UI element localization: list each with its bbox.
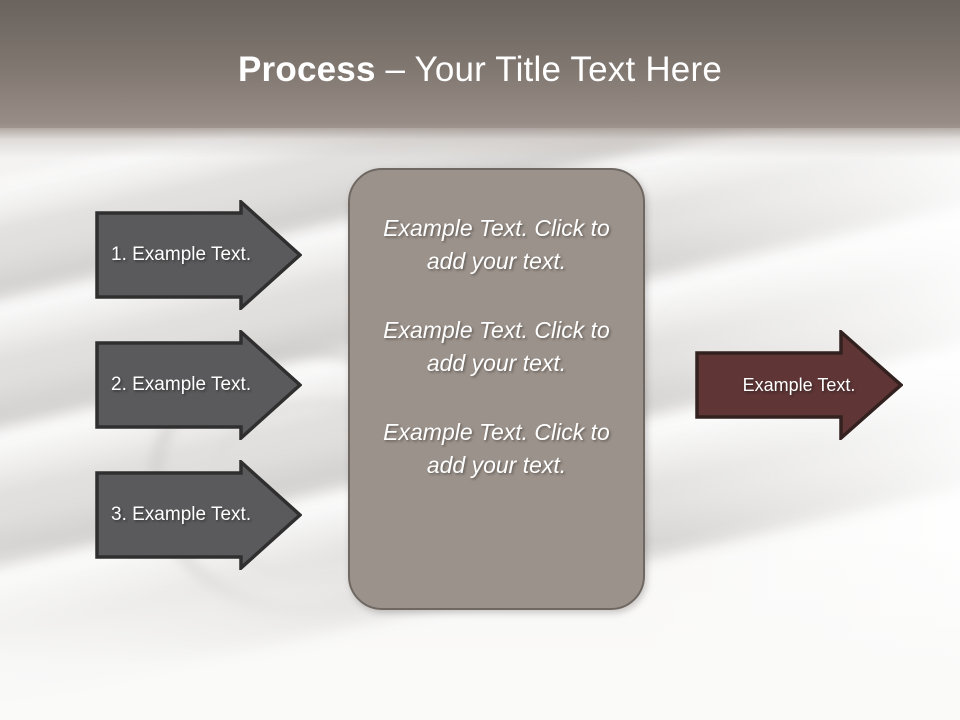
step-arrow-1[interactable]: 1. Example Text. bbox=[95, 198, 303, 312]
result-arrow[interactable]: Example Text. bbox=[695, 328, 904, 442]
page-title: Process – Your Title Text Here bbox=[0, 48, 960, 92]
step-arrow-2[interactable]: 2. Example Text. bbox=[95, 328, 303, 442]
arrow-right-icon bbox=[695, 328, 904, 442]
arrow-right-icon bbox=[95, 458, 303, 572]
arrow-right-icon bbox=[95, 198, 303, 312]
title-banner bbox=[0, 0, 960, 128]
page-title-rest: – Your Title Text Here bbox=[375, 50, 722, 89]
center-paragraph-3: Example Text. Click to add your text. bbox=[383, 419, 610, 478]
step-arrow-3[interactable]: 3. Example Text. bbox=[95, 458, 303, 572]
center-paragraph-2: Example Text. Click to add your text. bbox=[383, 317, 610, 376]
center-paragraph-1: Example Text. Click to add your text. bbox=[383, 215, 610, 274]
center-content-box[interactable]: Example Text. Click to add your text. Ex… bbox=[348, 168, 645, 610]
title-banner-fade bbox=[0, 124, 960, 158]
arrow-right-icon bbox=[95, 328, 303, 442]
page-title-strong: Process bbox=[238, 50, 376, 89]
